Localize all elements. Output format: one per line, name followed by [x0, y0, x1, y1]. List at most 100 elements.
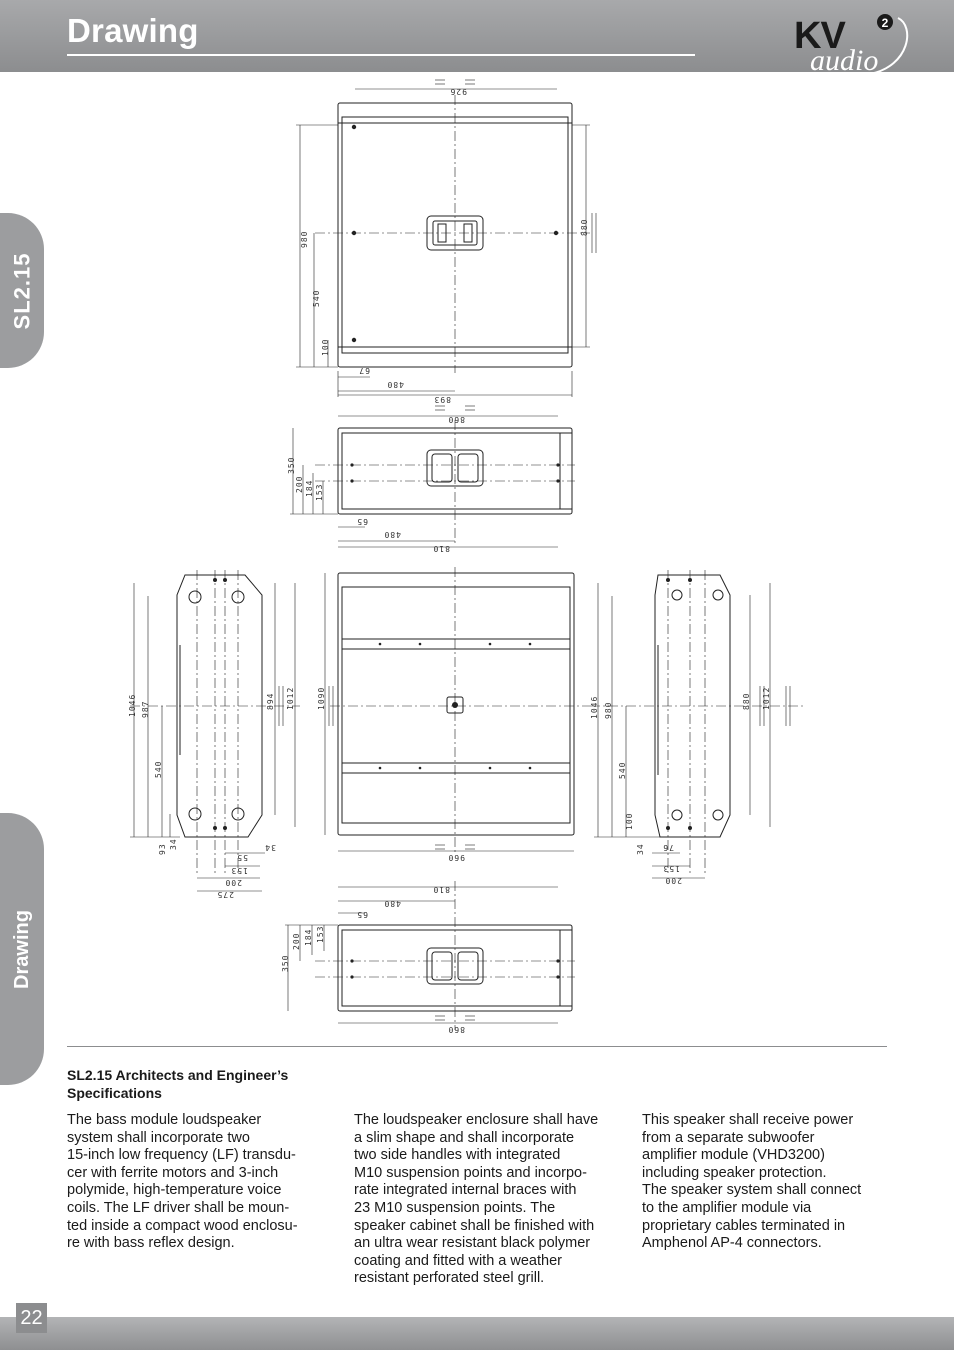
dim-153-top: 153 [315, 484, 324, 501]
header-bar [0, 0, 954, 72]
spec-col2-line: resistant perforated steel grill. [354, 1270, 545, 1287]
side-tab-model-label: SL2.15 [9, 252, 34, 329]
dim-540-right: 540 [618, 762, 627, 779]
dim-987-left: 987 [141, 701, 150, 718]
dim-810-bottom: 810 [433, 885, 450, 894]
spec-col1-line: polymide, high-temperature voice [67, 1182, 282, 1199]
dim-926: 926 [450, 87, 467, 96]
spec-col3-line: from a separate subwoofer [642, 1129, 815, 1146]
brand-logo: KV audio 2 [794, 14, 909, 77]
side-tab-section-label: Drawing [10, 909, 33, 989]
view-side-right: 1046 980 540 100 34 880 1012 76 153 200 [590, 570, 805, 885]
dim-184-top: 184 [305, 480, 314, 497]
dim-34-right: 34 [636, 843, 645, 855]
footer-bar [0, 1317, 954, 1350]
logo-badge-circle [877, 14, 893, 30]
dim-1046-left: 1046 [128, 694, 137, 717]
logo-badge-text: 2 [882, 16, 889, 30]
spec-column-1: The bass module loudspeaker system shall… [67, 1112, 317, 1253]
technical-drawing: .o { fill: none; stroke: #222; stroke-wi… [128, 79, 805, 1034]
dim-1012-right: 1012 [762, 687, 771, 710]
view-bottom: 810 480 65 350 200 184 153 860 [281, 881, 575, 1034]
dim-980-right: 980 [604, 702, 613, 719]
dim-200-left: 200 [225, 878, 242, 887]
view-top: 893 860 350 200 184 153 65 480 810 [287, 395, 575, 553]
dim-67: 67 [358, 366, 370, 375]
dim-1046-right: 1046 [590, 696, 599, 719]
dim-880: 880 [580, 219, 589, 236]
spec-heading-line1: SL2.15 Architects and Engineer’s [67, 1067, 289, 1083]
dim-65-bottom: 65 [356, 910, 368, 919]
spec-col1-line: 15-inch low frequency (LF) transdu- [67, 1147, 296, 1164]
spec-heading-line2: Specifications [67, 1085, 162, 1101]
page-number: 22 [16, 1303, 47, 1333]
spec-column-2: The loudspeaker enclosure shall have a s… [354, 1112, 604, 1288]
side-tab-model [0, 213, 44, 368]
dim-65-top: 65 [356, 517, 368, 526]
spec-divider [67, 1046, 887, 1047]
dim-200-right: 200 [665, 876, 682, 885]
logo-swoosh [869, 17, 909, 75]
spec-column-3: This speaker shall receive power from a … [642, 1112, 877, 1253]
dim-350-top: 350 [287, 457, 296, 474]
spec-col3-line: to the amplifier module via [642, 1199, 812, 1216]
side-tab-section-label-wrap: Drawing [0, 813, 44, 1085]
spec-col3-line: This speaker shall receive power [642, 1112, 854, 1128]
dim-153-bottom: 153 [316, 926, 325, 943]
view-side-left: 1046 987 540 93 34 894 1012 55 34 153 20… [128, 570, 300, 899]
spec-col1-line: system shall incorporate two [67, 1129, 250, 1146]
view-front-grill: 1090 960 [317, 567, 590, 862]
dim-1012-left: 1012 [286, 687, 295, 710]
logo-kv-text: KV [794, 15, 846, 57]
dim-860-bottom: 860 [448, 1025, 465, 1034]
spec-col2-line: rate integrated internal braces with [354, 1182, 577, 1199]
spec-col3-line: Amphenol AP-4 connectors. [642, 1235, 822, 1252]
dim-34-left: 34 [169, 838, 178, 850]
side-tab-section [0, 813, 44, 1085]
title-rule [67, 54, 695, 56]
dim-1090: 1090 [317, 687, 326, 710]
spec-col1-line: The bass module loudspeaker [67, 1112, 262, 1128]
dim-34b-left: 34 [264, 843, 276, 852]
dim-893-top: 893 [434, 395, 451, 404]
dim-480-top: 480 [384, 530, 401, 539]
page-title: Drawing [67, 12, 199, 49]
spec-heading: SL2.15 Architects and Engineer’s Specifi… [67, 1066, 327, 1102]
dim-860-top: 860 [448, 415, 465, 424]
view-front-top: 926 980 540 100 880 67 480 480 [296, 79, 597, 397]
spec-col2-line: speaker cabinet shall be finished with [354, 1217, 595, 1234]
dim-184-bottom: 184 [304, 929, 313, 946]
dim-540: 540 [312, 290, 321, 307]
spec-col2-line: two side handles with integrated [354, 1147, 561, 1164]
dim-894-left: 894 [266, 693, 275, 710]
spec-col2-line: a slim shape and shall incorporate [354, 1129, 575, 1146]
spec-col1-line: coils. The LF driver shall be moun- [67, 1199, 290, 1216]
spec-col2-line: coating and fitted with a weather [354, 1252, 562, 1269]
dim-540-left: 540 [154, 761, 163, 778]
dim-55-left: 55 [236, 853, 248, 862]
spec-col2-line: an ultra wear resistant black polymer [354, 1235, 591, 1252]
dim-76-right: 76 [662, 843, 674, 852]
dim-200-top: 200 [295, 476, 304, 493]
dim-350-bottom: 350 [281, 955, 290, 972]
dim-153-right: 153 [663, 864, 680, 873]
spec-col2-line: M10 suspension points and incorpo- [354, 1164, 587, 1181]
spec-col2-line: The loudspeaker enclosure shall have [354, 1112, 599, 1128]
spec-col3-line: amplifier module (VHD3200) [642, 1147, 825, 1164]
dim-200-bottom: 200 [292, 933, 301, 950]
spec-col1-line: cer with ferrite motors and 3-inch [67, 1164, 279, 1181]
spec-col3-line: The speaker system shall connect [642, 1182, 862, 1199]
side-tab-model-label-wrap: SL2.15 [0, 213, 44, 368]
spec-col1-line: re with bass reflex design. [67, 1235, 235, 1252]
dim-980: 980 [300, 231, 309, 248]
dim-480: 480 [387, 380, 404, 389]
logo-audio-text: audio [810, 44, 878, 77]
dim-93-left: 93 [158, 843, 167, 855]
dim-153-left: 153 [231, 866, 248, 875]
dim-880-right: 880 [742, 693, 751, 710]
spec-col2-line: 23 M10 suspension points. The [354, 1199, 556, 1216]
dim-100: 100 [321, 339, 330, 356]
dim-275-left: 275 [217, 890, 234, 899]
dim-810-top: 810 [433, 544, 450, 553]
dim-100-right: 100 [625, 813, 634, 830]
